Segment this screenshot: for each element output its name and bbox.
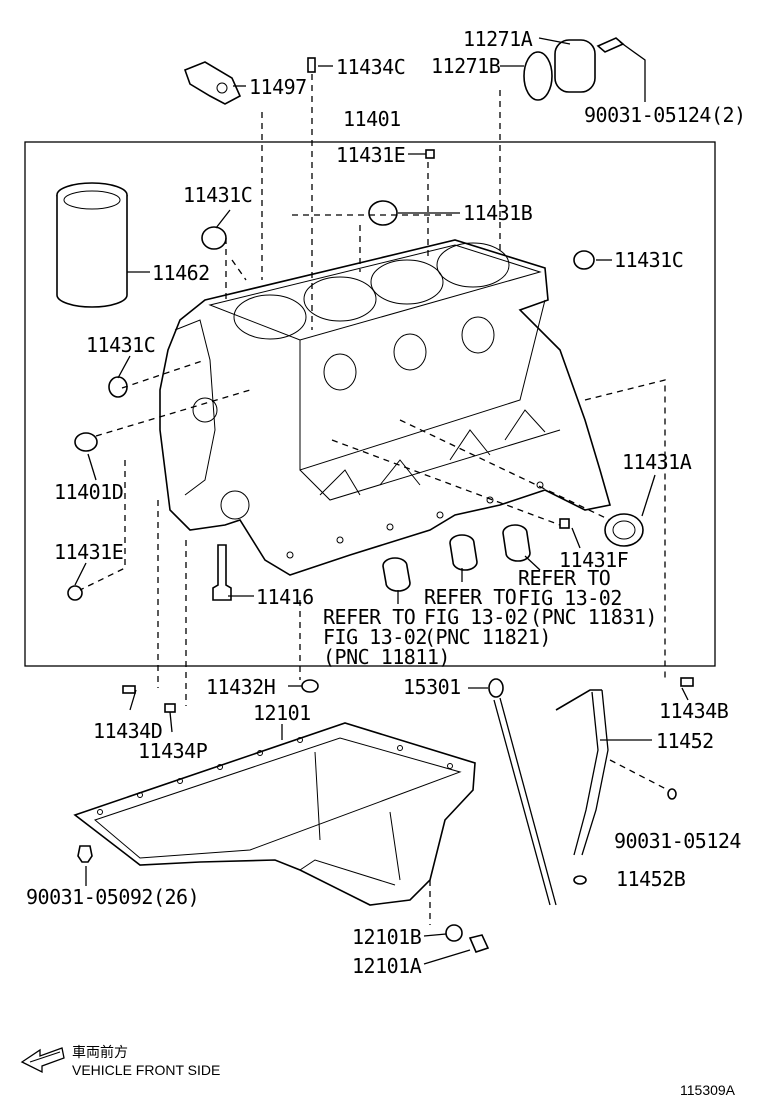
label-11271B: 11271B: [431, 54, 501, 78]
label-11431E-top: 11431E: [336, 143, 406, 167]
bearing-11811-shape: [382, 557, 411, 592]
label-11434P: 11434P: [138, 739, 208, 763]
label-11431C-upper: 11431C: [183, 183, 253, 207]
bolt-90031-05092-shape: [77, 845, 93, 863]
drain-plug-12101A-shape: [468, 934, 490, 953]
dipstick-guide-drawing: [555, 689, 677, 885]
refer-note-11811-line1: REFER TO: [323, 605, 416, 629]
washer-12101B-shape: [445, 924, 463, 942]
refer-note-11811-line2: FIG 13-02: [323, 625, 427, 649]
label-11401D: 11401D: [54, 480, 124, 504]
cylinder-block-drawing: [159, 239, 612, 576]
block-assembly-frame: [24, 141, 716, 667]
label-11401: 11401: [343, 107, 401, 131]
pin-11431F-shape: [559, 518, 570, 529]
vehicle-front-legend-jp: 車両前方: [72, 1044, 128, 1060]
bushing-11401D-shape: [74, 432, 98, 452]
plug-11432H-shape: [301, 679, 319, 693]
label-90031-05124: 90031-05124: [614, 829, 741, 853]
seal-11431A-shape: [604, 513, 644, 547]
label-11416: 11416: [256, 585, 314, 609]
refer-note-11831-line2: FIG 13-02: [518, 586, 622, 610]
refer-note-11831-line3: (PNC 11831): [530, 605, 657, 629]
plug-11431C-right-shape: [573, 250, 595, 270]
label-11271A: 11271A: [463, 27, 533, 51]
bearing-11821-shape: [449, 534, 478, 571]
vehicle-front-arrow-icon: [20, 1047, 65, 1074]
plug-11431E-left-shape: [67, 585, 83, 601]
figure-code: 115309A: [680, 1082, 736, 1098]
label-12101A: 12101A: [352, 954, 422, 978]
plug-11431B-shape: [368, 200, 398, 226]
pin-11434C-shape: [307, 57, 316, 73]
gasket-11271B-shape: [523, 51, 553, 101]
label-11431B: 11431B: [463, 201, 533, 225]
label-90031-05092-26: 90031-05092(26): [26, 885, 200, 909]
label-11431F: 11431F: [559, 548, 629, 572]
label-15301: 15301: [403, 675, 461, 699]
label-11497: 11497: [249, 75, 307, 99]
label-12101: 12101: [253, 701, 311, 725]
label-11431A: 11431A: [622, 450, 692, 474]
label-11462: 11462: [152, 261, 210, 285]
dipstick-drawing: [488, 678, 557, 906]
label-11434C: 11434C: [336, 55, 406, 79]
refer-note-11821-line2: FIG 13-02: [424, 605, 528, 629]
label-11431E-left: 11431E: [54, 540, 124, 564]
vehicle-front-legend-en: VEHICLE FRONT SIDE: [72, 1062, 221, 1078]
label-12101B: 12101B: [352, 925, 422, 949]
bearing-11831-shape: [502, 524, 531, 562]
label-11452: 11452: [656, 729, 714, 753]
label-11452B: 11452B: [616, 867, 686, 891]
label-11432H: 11432H: [206, 675, 276, 699]
part-11497-shape: [183, 61, 242, 105]
label-11434D: 11434D: [93, 719, 163, 743]
refer-note-11821-line3: (PNC 11821): [424, 625, 551, 649]
label-90031-05124-2: 90031-05124(2): [584, 103, 746, 127]
refer-note-11821-line1: REFER TO: [424, 585, 517, 609]
cover-11271A-shape: [554, 39, 596, 93]
label-11431C-left: 11431C: [86, 333, 156, 357]
bolt-90031-05124-2-shape: [596, 37, 625, 53]
cylinder-liner-drawing: [56, 182, 128, 308]
oil-pan-drawing: [73, 722, 476, 906]
label-11434B: 11434B: [659, 699, 729, 723]
refer-note-11831-line1: REFER TO: [518, 566, 611, 590]
refer-note-11811-line3: (PNC 11811): [323, 645, 450, 669]
plug-11431C-top-shape: [201, 226, 227, 250]
bolt-11416-shape: [212, 544, 232, 601]
label-11431C-right: 11431C: [614, 248, 684, 272]
